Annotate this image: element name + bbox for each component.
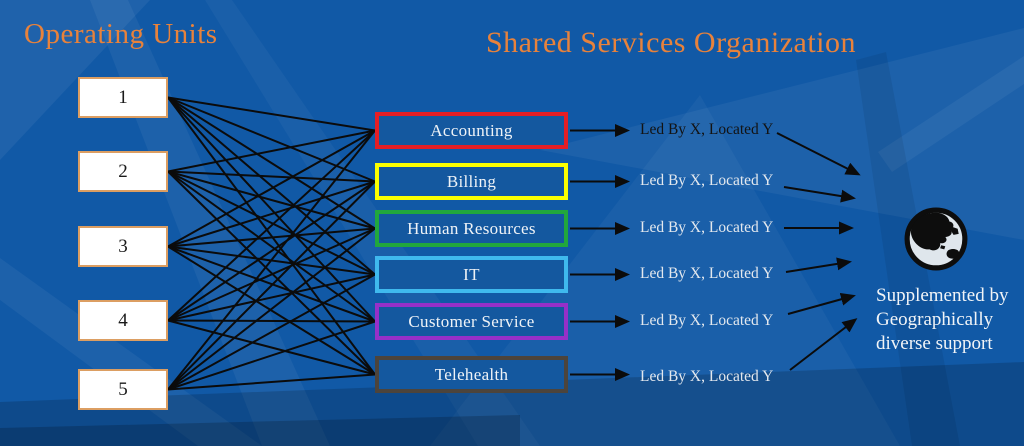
led-by-label-human-resources: Led By X, Located Y [640,219,774,236]
unit-number: 4 [118,309,128,331]
support-line-2: Geographically [876,309,994,330]
operating-unit-box-4: 4 [78,300,168,341]
support-line-1: Supplemented by [876,285,1009,306]
led-by-label-customer-service: Led By X, Located Y [640,312,774,329]
service-box-accounting: Accounting [375,112,568,149]
service-box-billing: Billing [375,163,568,200]
service-box-customer-service: Customer Service [375,303,568,340]
operating-unit-box-2: 2 [78,151,168,192]
service-label: Telehealth [434,364,509,384]
led-by-label-accounting: Led By X, Located Y [640,121,774,138]
service-label: IT [463,264,480,284]
service-label: Human Resources [407,218,536,238]
support-text: Supplemented by Geographically diverse s… [876,284,1024,356]
operating-unit-box-3: 3 [78,226,168,267]
operating-units-title: Operating Units [24,18,218,50]
operating-unit-box-1: 1 [78,77,168,118]
service-label: Customer Service [408,311,535,331]
service-label: Accounting [430,120,513,140]
led-by-label-it: Led By X, Located Y [640,265,774,282]
unit-number: 3 [118,235,128,257]
service-box-it: IT [375,256,568,293]
globe-asia-icon [904,207,968,271]
shared-services-title: Shared Services Organization [486,26,857,59]
service-box-human-resources: Human Resources [375,210,568,247]
unit-number: 1 [118,86,128,108]
unit-number: 5 [118,378,128,400]
operating-unit-box-5: 5 [78,369,168,410]
support-line-3: diverse support [876,333,993,354]
unit-number: 2 [118,160,128,182]
service-label: Billing [446,171,497,191]
service-box-telehealth: Telehealth [375,356,568,393]
led-by-label-telehealth: Led By X, Located Y [640,368,774,385]
led-by-label-billing: Led By X, Located Y [640,172,774,189]
